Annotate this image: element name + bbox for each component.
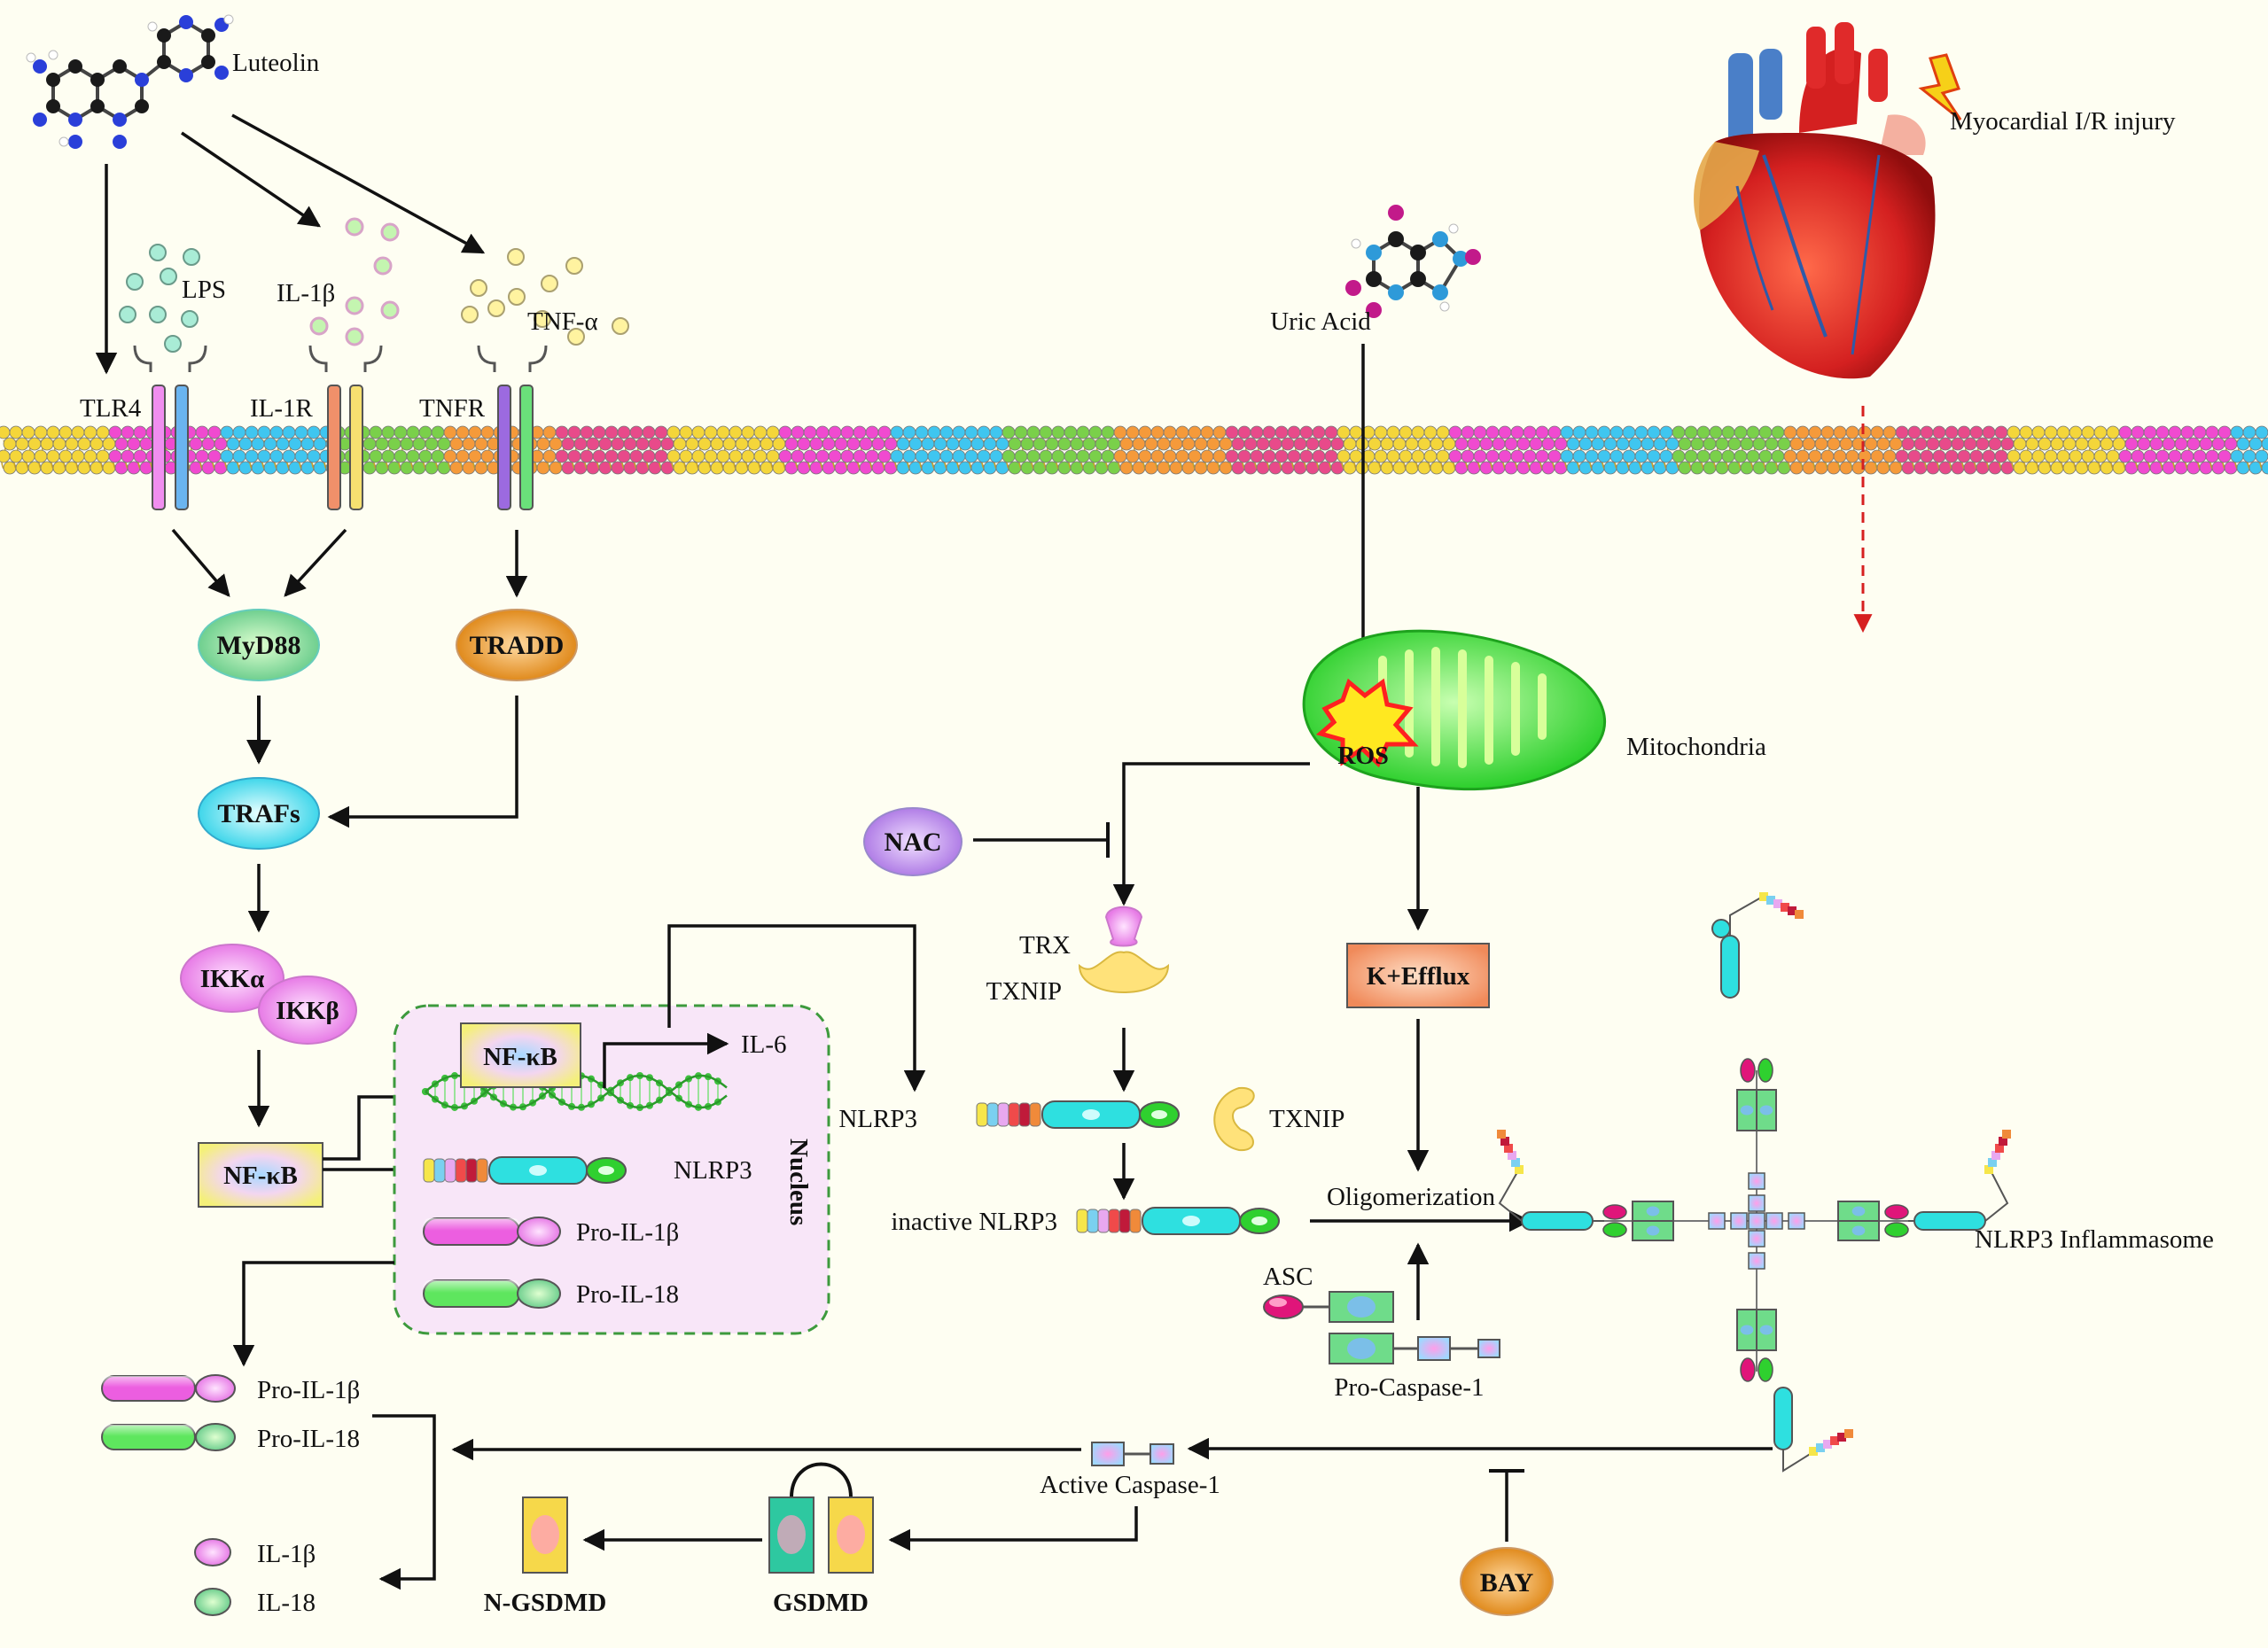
lightning-icon [1918,53,1962,121]
ikka-label: IKKα [200,965,265,993]
gsdmd-label: GSDMD [773,1589,869,1617]
il1b-mature-icon [194,1538,231,1566]
inflammasome-label: NLRP3 Inflammasome [1975,1225,2214,1254]
txnip-bound-label: TXNIP [1269,1105,1344,1133]
pro-il1b-protein-nucleus [423,1217,561,1247]
txnip-bound-icon [1213,1086,1255,1152]
trafs-node [198,777,320,850]
lps-particles [119,244,200,353]
nlrp3-label: NLRP3 [838,1105,917,1133]
il1b-particles [309,217,400,346]
tnfr-receptor [477,345,548,510]
pro-il1b-nucleus-label: Pro-IL-1β [576,1218,679,1247]
kefflux-label: K+Efflux [1367,962,1470,991]
ros-burst-icon [1315,678,1419,768]
pro-il18-label: Pro-IL-18 [257,1425,360,1453]
bay-node [1460,1547,1554,1616]
uric-acid-label: Uric Acid [1270,307,1371,336]
il1r-label: IL-1R [250,394,314,423]
n-gsdmd-icon [522,1496,568,1574]
nfkb-nucleus-label: NF-κB [483,1043,557,1071]
n-gsdmd-label: N-GSDMD [484,1589,607,1617]
tlr4-label: TLR4 [80,394,142,423]
myocardial-label: Myocardial I/R injury [1950,107,2176,136]
nac-label: NAC [885,828,942,857]
myd88-label: MyD88 [217,631,301,660]
tradd-node [456,609,578,681]
nfkb-cytoplasm-box [198,1142,323,1208]
cell-membrane [0,425,2268,475]
heart-icon [1694,22,1936,379]
myd88-node [198,609,320,681]
trx-txnip-icon [1078,906,1170,993]
tnfr-label: TNFR [419,394,486,423]
nac-node [863,807,963,876]
asc-label: ASC [1263,1263,1313,1291]
il1r-receptor [308,345,383,510]
mitochondria-label: Mitochondria [1626,733,1766,761]
uric-acid-molecule-icon [1345,205,1481,318]
pro-il18-nucleus-label: Pro-IL-18 [576,1280,679,1309]
pro-il1b-label: Pro-IL-1β [257,1376,360,1404]
pro-il1b-protein [101,1374,236,1403]
pro-caspase1-icon [1329,1333,1500,1364]
bay-label: BAY [1480,1568,1534,1597]
lps-label: LPS [182,276,226,304]
active-caspase1-label: Active Caspase-1 [1040,1471,1220,1499]
nlrp3-nucleus-label: NLRP3 [674,1156,752,1185]
active-caspase1-icon [1091,1442,1174,1466]
nlrp3-inflammasome-icon [1497,892,2011,1473]
ikkb-node [258,976,357,1045]
nlrp3-protein [976,1100,1180,1129]
il1b-ligand-label: IL-1β [277,279,335,307]
il6-label: IL-6 [741,1030,787,1059]
tradd-label: TRADD [470,631,565,660]
pro-il18-protein-nucleus [423,1279,561,1309]
gsdmd-icon [768,1462,874,1574]
luteolin-molecule-icon [26,14,234,149]
il18-label: IL-18 [257,1589,316,1617]
ros-label: ROS [1337,742,1389,770]
il1b-label: IL-1β [257,1540,316,1568]
il18-mature-icon [194,1588,231,1616]
nlrp3-protein-nucleus [423,1156,627,1185]
ikka-node [180,944,284,1013]
inactive-nlrp3-label: inactive NLRP3 [891,1208,1057,1236]
ikkb-label: IKKβ [276,997,339,1025]
tlr4-receptor [133,345,207,510]
luteolin-label: Luteolin [232,49,320,77]
tnfa-particles [461,248,629,346]
kefflux-box [1346,943,1490,1008]
inactive-nlrp3-protein [1076,1207,1280,1235]
txnip-label: TXNIP [986,977,1062,1006]
nfkb-nucleus-box [460,1022,581,1088]
asc-icon [1263,1291,1394,1323]
nfkb-cytoplasm-label: NF-κB [223,1162,298,1190]
pro-caspase1-label: Pro-Caspase-1 [1334,1373,1484,1402]
pro-il18-protein [101,1423,236,1451]
tnfa-label: TNF-α [527,307,598,336]
trx-label: TRX [1019,931,1071,960]
nucleus-label: Nucleus [784,1139,813,1225]
oligomerization-label: Oligomerization [1327,1183,1496,1211]
trafs-label: TRAFs [217,799,300,828]
